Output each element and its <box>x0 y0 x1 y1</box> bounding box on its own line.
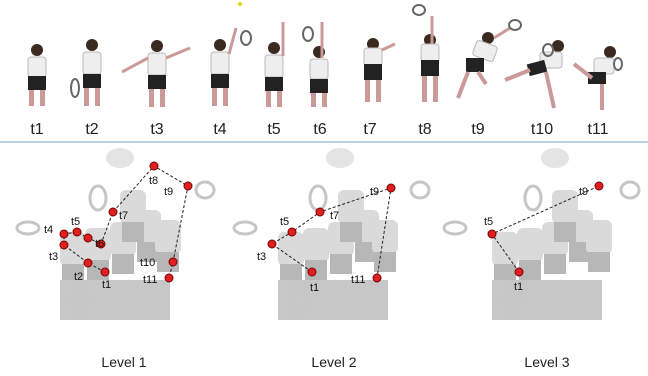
keypoint-t3 <box>268 240 276 248</box>
player-figure-t7 <box>364 38 395 102</box>
point-label-t10: t10 <box>140 257 155 269</box>
frame-label-t7: t7 <box>363 121 376 138</box>
player-figure-t3 <box>122 40 190 107</box>
keypoint-t3 <box>60 241 68 249</box>
point-label-t5: t5 <box>71 216 80 228</box>
point-label-t9: t9 <box>579 186 588 198</box>
panel-3-ghost-overlay <box>444 148 639 320</box>
frame-strip: t1 t2 t3 t4 t5 t6 t7 t8 t9 t10 t11 <box>28 2 622 138</box>
level-2-caption: Level 2 <box>311 354 356 370</box>
player-figure-t6 <box>303 22 328 107</box>
tennis-ball-icon <box>238 2 242 6</box>
keypoint-t9 <box>387 184 395 192</box>
frame-label-t9: t9 <box>471 121 484 138</box>
keypoint-t5 <box>488 230 496 238</box>
player-figure-t11 <box>574 46 622 110</box>
player-figure-t4 <box>211 28 236 106</box>
frame-label-t10: t10 <box>531 121 553 138</box>
player-figure-t2 <box>71 39 101 106</box>
keypoint-t8 <box>150 162 158 170</box>
keypoint-t6 <box>84 234 92 242</box>
player-figure-t8 <box>413 5 439 102</box>
panel-2-ghost-overlay <box>234 148 429 320</box>
keypoint-t7 <box>109 208 117 216</box>
level-3-caption: Level 3 <box>524 354 569 370</box>
frame-label-t4: t4 <box>213 121 226 138</box>
frame-label-t6: t6 <box>313 121 326 138</box>
keypoint-t7 <box>316 208 324 216</box>
keypoint-t11 <box>165 274 173 282</box>
point-label-t2: t2 <box>74 271 83 283</box>
frame-label-t11: t11 <box>587 121 608 138</box>
level-1-caption: Level 1 <box>101 354 146 370</box>
point-label-t11: t11 <box>351 274 365 286</box>
point-label-t5: t5 <box>280 216 289 228</box>
point-label-t9: t9 <box>164 186 173 198</box>
keypoint-t9 <box>595 182 603 190</box>
player-figure-t9 <box>458 20 521 98</box>
player-figure-t10 <box>505 40 564 108</box>
point-label-t1: t1 <box>102 279 111 291</box>
point-label-t3: t3 <box>49 251 58 263</box>
frame-label-t5: t5 <box>267 121 280 138</box>
keypoint-t1 <box>515 268 523 276</box>
player-figure-t1 <box>28 44 46 106</box>
frame-label-t8: t8 <box>418 121 431 138</box>
point-label-t6: t6 <box>95 238 104 250</box>
point-label-t1: t1 <box>514 281 523 293</box>
keypoint-t5 <box>73 228 81 236</box>
point-label-t9: t9 <box>370 186 379 198</box>
point-label-t8: t8 <box>149 175 158 187</box>
player-figure-t5 <box>241 22 283 107</box>
point-label-t7: t7 <box>330 210 339 222</box>
point-label-t1: t1 <box>310 282 319 294</box>
frame-label-t1: t1 <box>30 121 43 138</box>
keypoint-t4 <box>60 230 68 238</box>
point-label-t3: t3 <box>257 251 266 263</box>
keypoint-t1 <box>308 268 316 276</box>
keypoint-t9 <box>184 182 192 190</box>
keypoint-t1 <box>101 268 109 276</box>
point-label-t11: t11 <box>143 274 157 286</box>
keypoint-t5 <box>288 228 296 236</box>
keypoint-t2 <box>84 259 92 267</box>
keypoint-t11 <box>373 274 381 282</box>
keypoint-t10 <box>169 258 177 266</box>
point-label-t5: t5 <box>484 216 493 228</box>
frame-label-t3: t3 <box>150 121 163 138</box>
frame-label-t2: t2 <box>85 121 98 138</box>
point-label-t4: t4 <box>44 224 53 236</box>
point-label-t7: t7 <box>119 210 128 222</box>
